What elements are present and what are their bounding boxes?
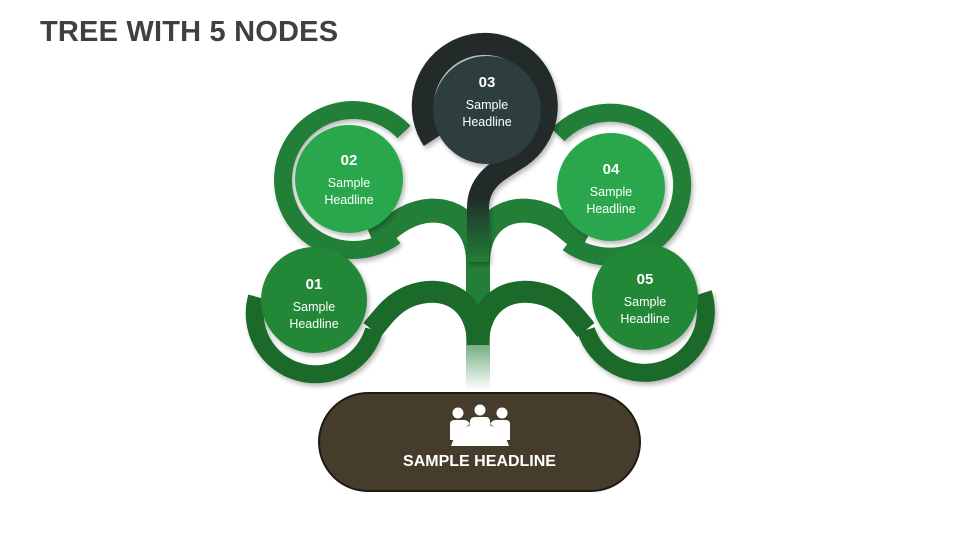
node-03-line2: Headline [462,115,512,129]
node-03[interactable] [411,32,558,262]
node-03-label: 03 Sample Headline [432,74,542,131]
node-02-label: 02 Sample Headline [294,152,404,209]
root-headline: SAMPLE HEADLINE [403,453,556,470]
node-01-label: 01 Sample Headline [259,276,369,333]
slide-title: TREE WITH 5 NODES [40,16,339,48]
node-04-line2: Headline [586,202,636,216]
node-02[interactable] [274,101,411,259]
node-05-line2: Headline [620,312,670,326]
node-05-label: 05 Sample Headline [590,271,700,328]
meeting-group-icon [450,404,510,446]
node-02-line1: Sample [327,176,371,190]
node-04-line1: Sample [589,185,633,199]
node-05-number: 05 [636,271,654,288]
branch-to-05 [467,280,595,346]
node-03-number: 03 [478,74,496,91]
node-04-number: 04 [602,161,620,178]
lower-branches [363,280,595,346]
node-01-line2: Headline [289,317,339,331]
node-01[interactable] [245,247,383,384]
branch-to-01 [363,280,489,346]
node-01-line1: Sample [292,300,336,314]
node-02-number: 02 [340,152,358,169]
node-05-line1: Sample [623,295,667,309]
node-01-number: 01 [305,276,323,293]
node-03-line1: Sample [465,98,509,112]
node-04-label: 04 Sample Headline [556,161,666,218]
node-05[interactable] [577,244,715,382]
node-02-line2: Headline [324,193,374,207]
